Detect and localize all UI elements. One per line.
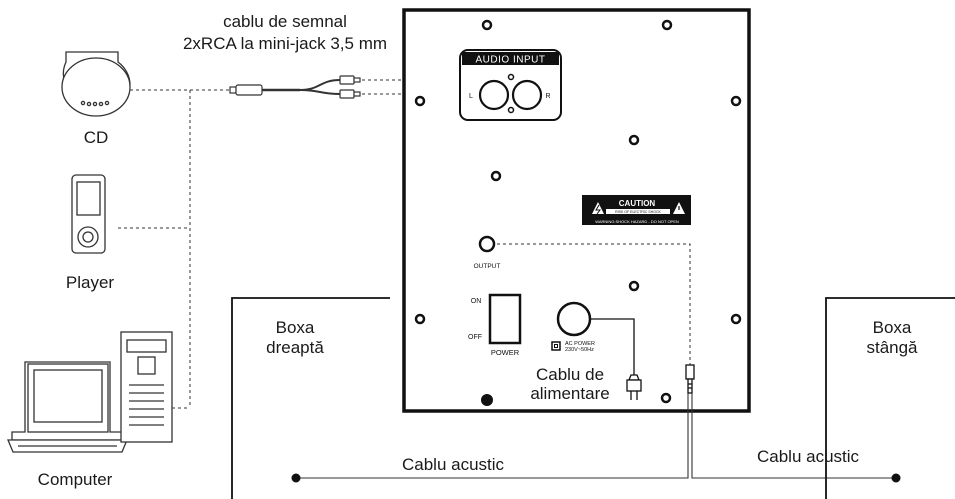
input-left-label: L	[469, 93, 473, 100]
player-label: Player	[65, 273, 115, 292]
off-label: OFF	[468, 334, 482, 341]
cd-player-icon	[61, 51, 131, 117]
speaker-left-label-1: Boxa	[872, 318, 912, 337]
power-cable-label-2: alimentare	[530, 384, 610, 403]
signal-cable-label-1: cablu de semnal	[223, 12, 347, 31]
power-cable-label-1: Cablu de	[535, 365, 605, 384]
double-insulation-icon	[551, 341, 561, 351]
power-plug-icon	[626, 374, 642, 400]
caution-title: CAUTION	[619, 199, 656, 208]
input-right-label: R	[545, 93, 550, 100]
ac-power-label1: AC POWER	[565, 341, 595, 347]
on-label: ON	[471, 298, 482, 305]
output-label: OUTPUT	[474, 263, 501, 270]
output-jack[interactable]	[478, 235, 496, 253]
ac-power-socket	[556, 301, 592, 337]
panel-foot-screw	[481, 394, 493, 406]
ac-power-label2: 230V~50Hz	[565, 347, 594, 353]
computer-label: Computer	[37, 470, 113, 489]
power-label: POWER	[491, 348, 520, 357]
audio-input-module	[459, 49, 562, 121]
speaker-left-label-2: stângă	[866, 338, 918, 357]
audio-input-label: AUDIO INPUT	[476, 55, 546, 66]
cable-end-right	[891, 473, 901, 483]
computer-icon	[7, 331, 173, 453]
output-dashed-line	[497, 243, 691, 365]
mp3-player-icon	[71, 174, 106, 254]
caution-sub3: WARNING:SHOCK HAZARD - DO NOT OPEN	[595, 219, 679, 224]
signal-cable	[229, 75, 361, 99]
output-minijack	[685, 364, 695, 394]
acoustic-cables	[296, 393, 896, 479]
screw-holes	[414, 19, 742, 404]
cd-label: CD	[83, 128, 109, 147]
acoustic-cable-label-right: Cablu acustic	[757, 447, 860, 466]
speaker-right-label-1: Boxa	[275, 318, 315, 337]
speaker-right-box	[231, 297, 390, 499]
power-switch[interactable]	[488, 293, 522, 345]
acoustic-cable-label-left: Cablu acustic	[402, 455, 505, 474]
speaker-left-box	[825, 297, 955, 499]
power-cable	[590, 318, 635, 375]
caution-sub1: RISK OF ELECTRIC SHOCK	[615, 210, 661, 214]
caution-label	[582, 195, 691, 225]
source-connection-lines	[118, 89, 230, 409]
signal-cable-label-2: 2xRCA la mini-jack 3,5 mm	[182, 34, 388, 53]
cable-end-left	[291, 473, 301, 483]
speaker-right-label-2: dreaptă	[266, 338, 324, 357]
